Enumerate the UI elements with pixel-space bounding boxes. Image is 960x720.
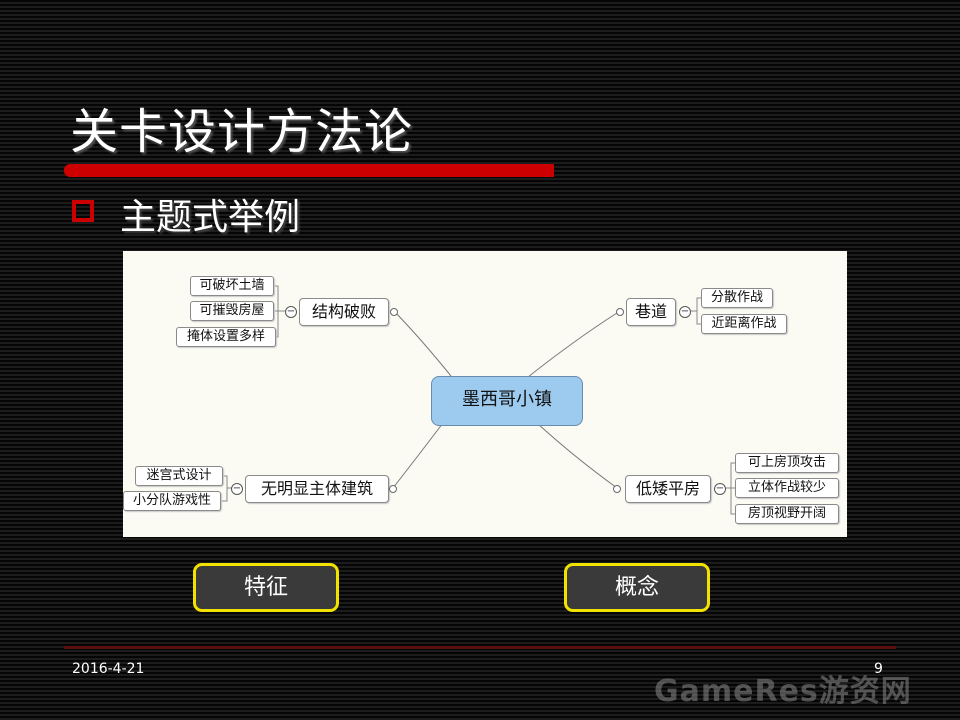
leaf-node[interactable]: 分散作战 bbox=[701, 288, 773, 308]
connector-leaf bbox=[730, 488, 735, 515]
connector-leaf bbox=[696, 297, 701, 311]
branch-node-low-houses[interactable]: 低矮平房 bbox=[625, 475, 711, 503]
expand-handle-icon[interactable] bbox=[390, 308, 398, 316]
bullet-square-icon bbox=[72, 200, 94, 222]
branch-node-alley[interactable]: 巷道 bbox=[626, 298, 676, 326]
mindmap-connectors bbox=[221, 285, 735, 515]
leaf-node[interactable]: 迷宫式设计 bbox=[135, 466, 223, 486]
leaf-node[interactable]: 可上房顶攻击 bbox=[735, 453, 839, 473]
expand-handle-icon[interactable] bbox=[389, 485, 397, 493]
connector-leaf bbox=[696, 311, 701, 325]
footer-date: 2016-4-21 bbox=[72, 661, 145, 677]
connector-top-right bbox=[522, 310, 621, 382]
connector-bottom-left bbox=[392, 422, 444, 489]
mindmap-diagram: 墨西哥小镇 结构破败 − 可破坏土墙 可摧毁房屋 掩体设置多样 无明显主体建筑 … bbox=[123, 251, 847, 537]
branch-node-structure[interactable]: 结构破败 bbox=[299, 298, 389, 326]
leaf-node[interactable]: 近距离作战 bbox=[701, 314, 787, 334]
title-underline-bar bbox=[64, 164, 554, 177]
watermark-logo: GameRes游资网 bbox=[654, 674, 912, 709]
connector-leaf bbox=[730, 462, 735, 488]
collapse-toggle-icon[interactable]: − bbox=[714, 483, 726, 495]
slide-subtitle: 主题式举例 bbox=[120, 197, 301, 238]
collapse-toggle-icon[interactable]: − bbox=[285, 306, 297, 318]
connector-bottom-right bbox=[536, 422, 618, 489]
expand-handle-icon[interactable] bbox=[616, 308, 624, 316]
leaf-node[interactable]: 掩体设置多样 bbox=[176, 327, 276, 347]
footer-divider bbox=[64, 646, 896, 649]
leaf-node[interactable]: 小分队游戏性 bbox=[123, 491, 221, 511]
collapse-toggle-icon[interactable]: − bbox=[231, 483, 243, 495]
connector-leaf bbox=[221, 488, 228, 502]
leaf-node[interactable]: 立体作战较少 bbox=[735, 478, 839, 498]
collapse-toggle-icon[interactable]: − bbox=[679, 306, 691, 318]
connector-top-left bbox=[393, 310, 456, 382]
concept-button[interactable]: 概念 bbox=[564, 563, 710, 612]
leaf-node[interactable]: 可破坏土墙 bbox=[190, 276, 274, 296]
leaf-node[interactable]: 房顶视野开阔 bbox=[735, 504, 839, 524]
central-node[interactable]: 墨西哥小镇 bbox=[431, 376, 583, 426]
page-number: 9 bbox=[874, 661, 883, 677]
expand-handle-icon[interactable] bbox=[613, 485, 621, 493]
branch-node-no-landmark[interactable]: 无明显主体建筑 bbox=[245, 475, 389, 503]
leaf-node[interactable]: 可摧毁房屋 bbox=[190, 301, 274, 321]
connector-leaf bbox=[276, 311, 279, 338]
connector-leaf bbox=[223, 475, 228, 488]
slide-title: 关卡设计方法论 bbox=[70, 104, 414, 160]
connector-leaf bbox=[274, 285, 279, 311]
features-button[interactable]: 特征 bbox=[193, 563, 339, 612]
